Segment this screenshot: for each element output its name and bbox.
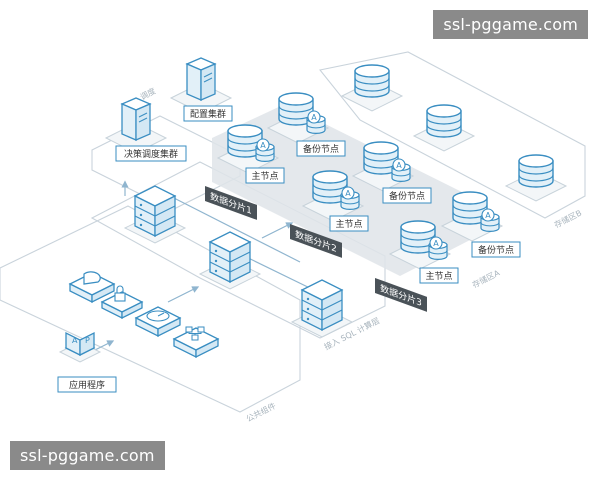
app-label: 应用程序 (69, 379, 105, 391)
pie-chart-icon (83, 271, 101, 285)
server-rack-icon (301, 279, 343, 331)
replica-badge-icon (256, 138, 270, 152)
lock-block (100, 285, 144, 320)
watermark-bottom: ssl-pggame.com (10, 441, 165, 470)
database-icon (426, 104, 462, 138)
shard1-primary-label: 主节点 (251, 170, 278, 182)
tower-server-icon (186, 57, 216, 101)
storage-b-db-3 (505, 154, 567, 202)
public-components-label: 公共组件 (244, 400, 277, 423)
access-to-shards-arrow (261, 222, 294, 239)
flowchart-icon (185, 326, 205, 341)
shard-3-label: 数据分片3 (380, 282, 422, 309)
server-link-line (169, 195, 301, 263)
replica-badge-icon (429, 236, 443, 250)
node-labels: 决策调度集群 配置集群 主节点 备份节点 主节点 备份节点 主节点 备份节点 应… (57, 105, 521, 393)
app-icon-letter-p: P (85, 336, 90, 345)
server-rack-icon (134, 185, 176, 237)
shard1-backup-label: 备份节点 (303, 143, 339, 155)
shard3-primary-label: 主节点 (425, 270, 452, 282)
server-rack-icon (209, 231, 251, 283)
watermark-top: ssl-pggame.com (433, 10, 588, 39)
replica-badge-icon (481, 208, 495, 222)
decision-cluster-node (105, 97, 167, 154)
database-icon (354, 64, 390, 98)
public-component-blocks (68, 271, 220, 359)
public-components-region (0, 205, 301, 413)
database-icon (518, 154, 554, 188)
pie-block (68, 271, 116, 304)
config-cluster-node (170, 57, 232, 114)
storage-b-db-1 (341, 64, 403, 112)
server-stack-1 (124, 185, 186, 244)
shard3-backup-label: 备份节点 (478, 244, 514, 256)
flowchart-block (172, 326, 220, 359)
storage-region-b (319, 51, 586, 219)
dashboard-block (134, 306, 182, 338)
lock-icon (114, 285, 126, 302)
public-to-access-arrow (167, 286, 200, 303)
app-icon-letter-a: A (72, 336, 78, 345)
decision-cluster-label: 决策调度集群 (124, 148, 178, 160)
scheduling-label: 调度 (138, 86, 157, 102)
app-to-public-arrow (94, 340, 115, 351)
tower-server-icon (121, 97, 151, 141)
access-layer-region (90, 161, 386, 339)
shard2-backup-label: 备份节点 (389, 190, 425, 202)
shard2-primary-label: 主节点 (335, 218, 362, 230)
app-block: A P (58, 331, 102, 363)
storage-b-db-2 (413, 104, 475, 152)
server-stack-2 (199, 231, 261, 290)
replica-badge-icon (307, 110, 321, 124)
replica-badge-icon (341, 186, 355, 200)
config-cluster-label: 配置集群 (190, 108, 226, 120)
storage-area-label: 存储区A (470, 267, 501, 290)
replica-badge-icon (392, 158, 406, 172)
